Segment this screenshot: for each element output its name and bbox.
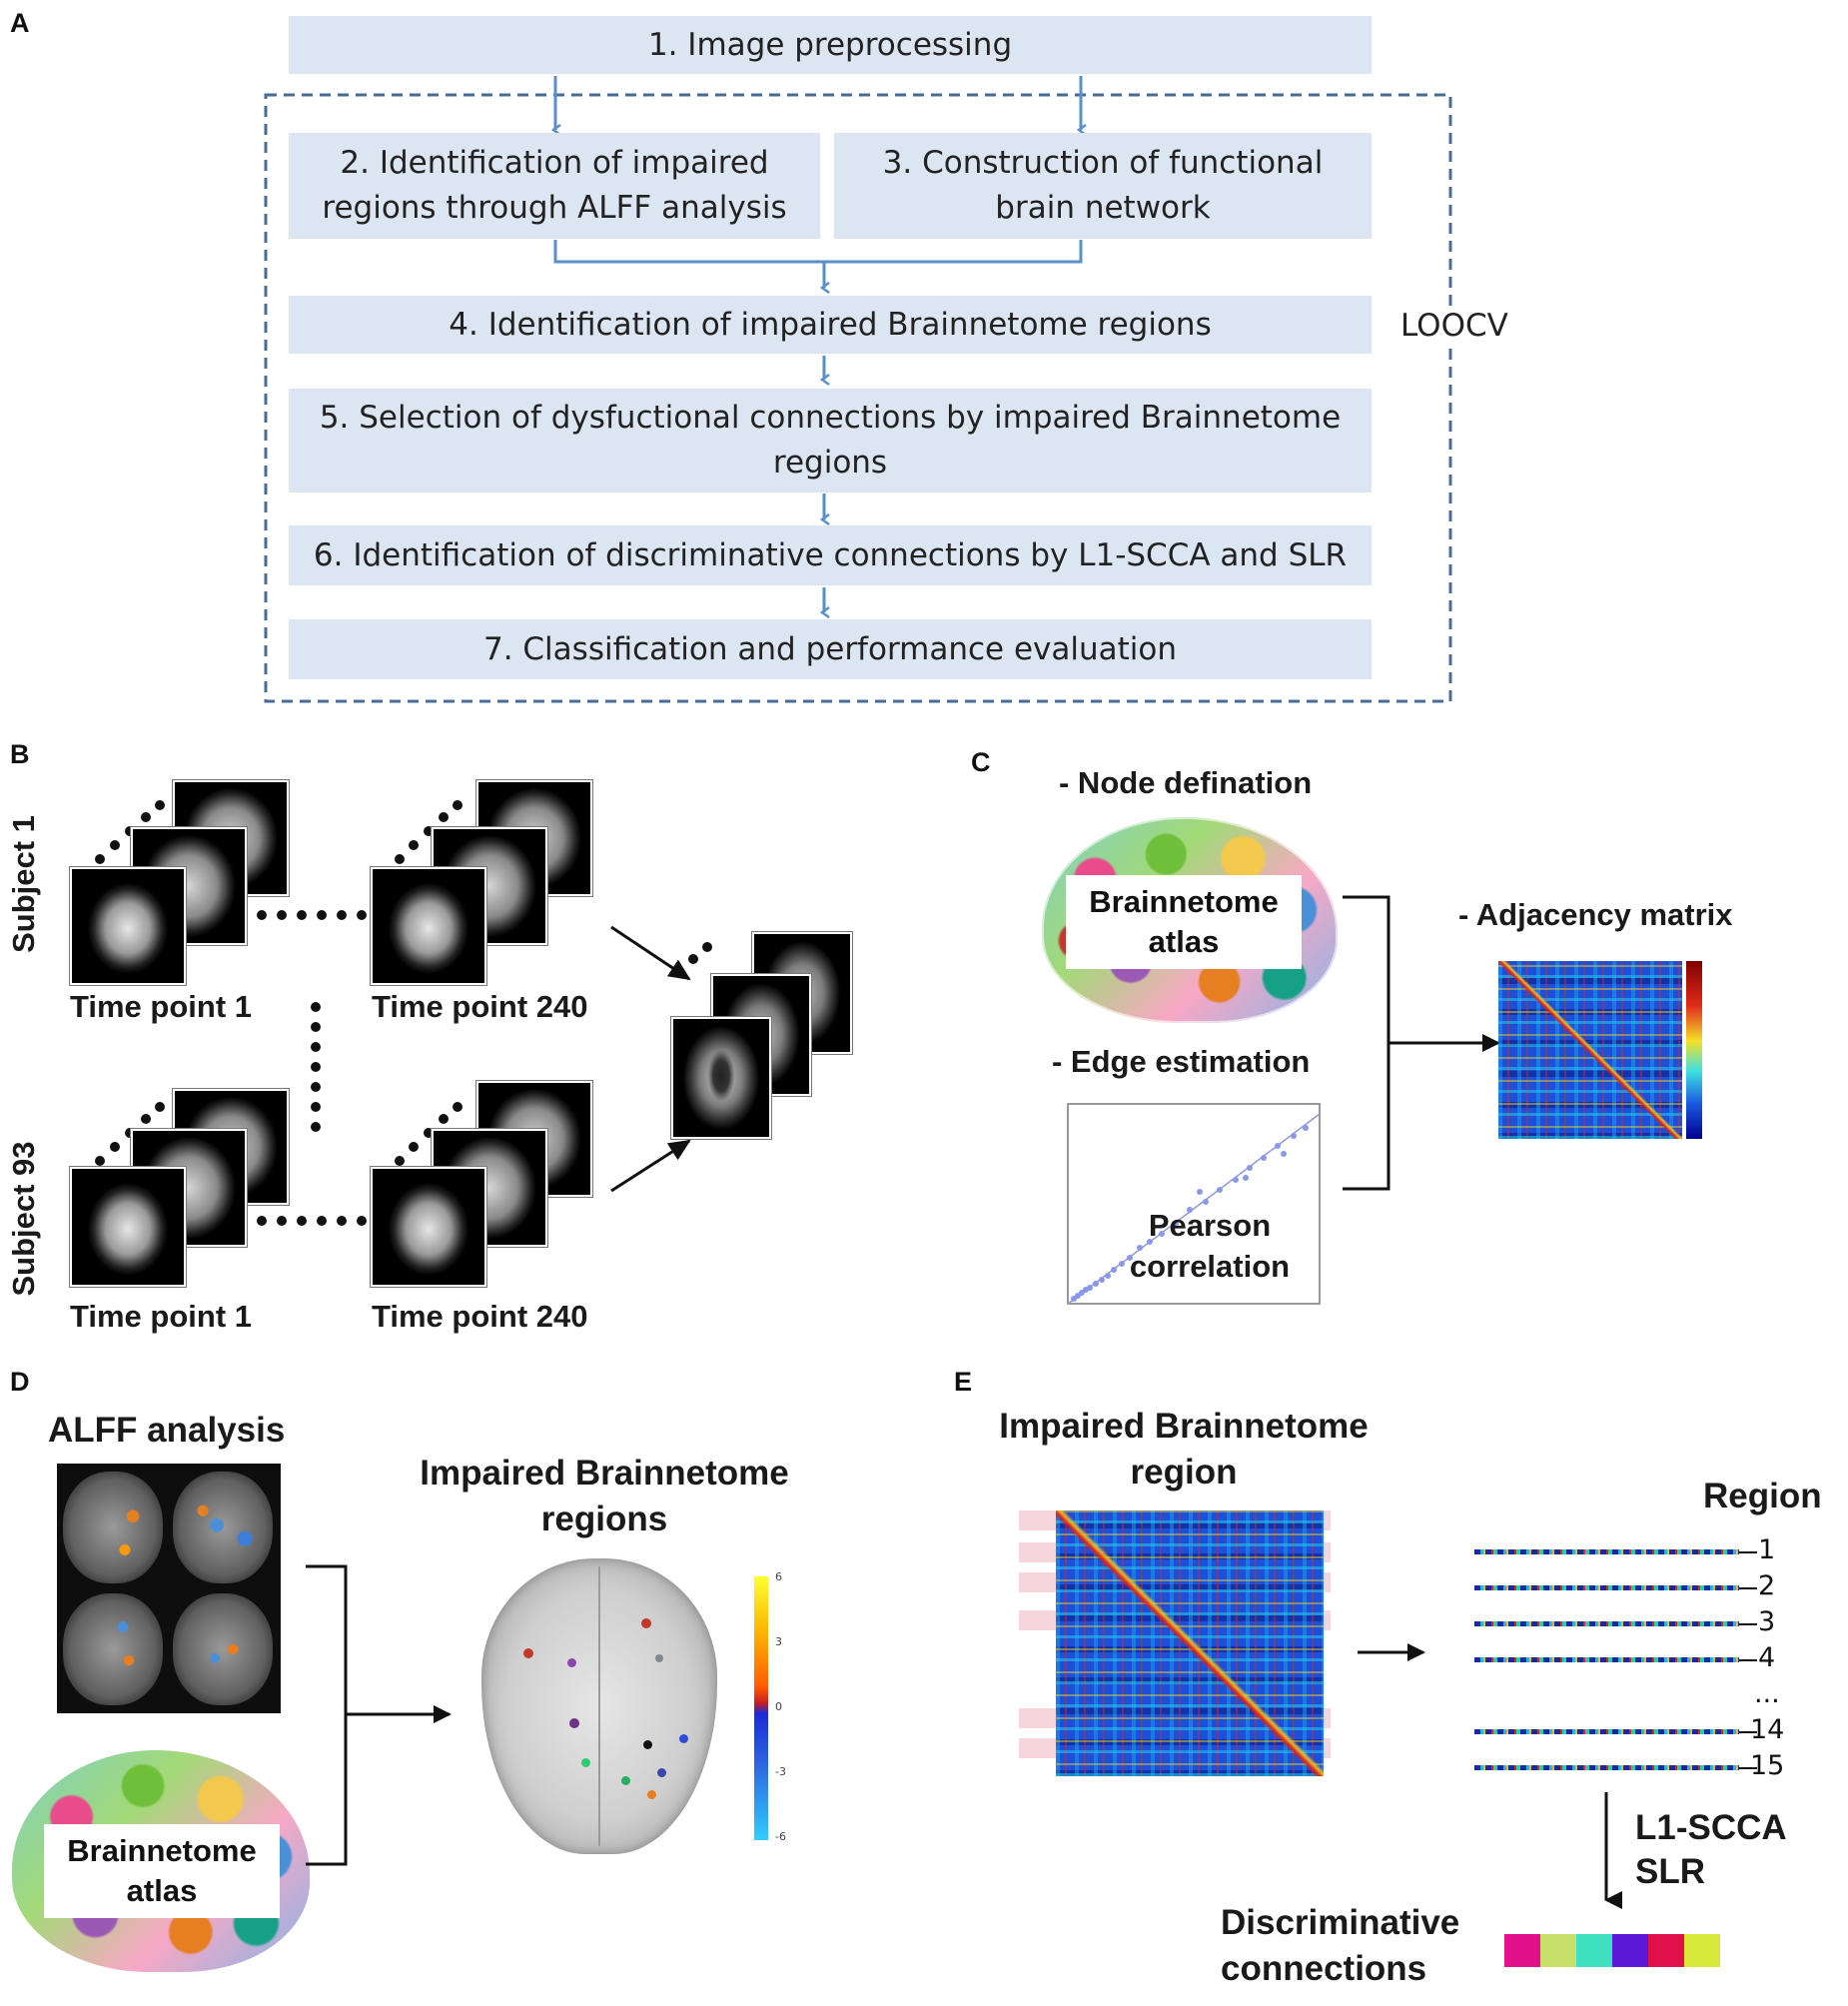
step-4-box: 4. Identification of impaired Brainnetom… [289, 296, 1372, 354]
mri-slice-subject93-t1-front [70, 1167, 186, 1287]
node-definition-heading: - Node defination [1059, 765, 1313, 800]
impaired-regions-heading-d: Impaired Brainnetome regions [420, 1454, 789, 1538]
region-index-4: 4 [1758, 1642, 1776, 1673]
panel-c-letter: C [971, 747, 991, 777]
region-index-2: 2 [1758, 1570, 1776, 1601]
alff-slice-1 [63, 1472, 163, 1583]
region-signal-lead-in-4 [1739, 1659, 1757, 1661]
pearson-scatter-svg [1067, 1103, 1321, 1305]
adjacency-matrix-colorbar [1686, 961, 1702, 1139]
alff-colorbar-tick-2: 3 [775, 1635, 782, 1648]
region-node-8 [581, 1758, 590, 1767]
panel-b-connectors [95, 800, 712, 1226]
panel-c-bracket [1343, 895, 1500, 1191]
region-node-5 [569, 1718, 579, 1728]
loocv-label: LOOCV [1396, 308, 1512, 344]
alff-slice-panel [57, 1464, 281, 1713]
region-index-1: 1 [1758, 1534, 1776, 1565]
panel-e-letter: E [954, 1367, 973, 1397]
discriminative-swatch-6 [1684, 1934, 1720, 1967]
time-point-last-label-subject1: Time point 240 [372, 989, 588, 1024]
region-signal-lead-in-1 [1739, 1551, 1757, 1553]
loocv-loop-border [264, 93, 1452, 703]
adjacency-matrix-heatmap [1498, 961, 1682, 1139]
region-signal-14 [1474, 1729, 1739, 1734]
region-node-2 [567, 1658, 576, 1667]
region-index-3: 3 [1758, 1606, 1776, 1637]
region-signal-lead-in-3 [1739, 1623, 1757, 1625]
method-slr-label: SLR [1635, 1852, 1705, 1891]
region-node-4 [655, 1654, 663, 1662]
step-3-box: 3. Construction of functional brain netw… [834, 133, 1372, 239]
region-index-ellipsis: ... [1754, 1678, 1780, 1709]
region-node-1 [523, 1648, 533, 1658]
mri-slice-subject1-t240-front [371, 867, 486, 985]
region-signal-lead-in-15 [1739, 1767, 1757, 1769]
alff-colorbar-tick-3: 0 [775, 1700, 782, 1713]
impaired-region-heading-e: Impaired Brainnetome region [999, 1407, 1369, 1492]
region-index-14: 14 [1750, 1714, 1785, 1745]
region-signal-1 [1474, 1549, 1739, 1554]
pearson-correlation-label: Pearson correlation [1129, 1208, 1291, 1284]
region-node-7 [679, 1734, 688, 1743]
alff-colorbar-tick-1: 6 [775, 1570, 782, 1583]
discriminative-swatch-4 [1612, 1934, 1648, 1967]
region-signal-2 [1474, 1585, 1739, 1590]
alff-colorbar-tick-5: -6 [775, 1830, 786, 1843]
discriminative-swatch-3 [1576, 1934, 1612, 1967]
mri-slice-subject93-t240-front [371, 1167, 486, 1287]
region-heading: Region [1703, 1477, 1822, 1515]
alff-slice-2 [173, 1472, 273, 1583]
step-1-box: 1. Image preprocessing [289, 16, 1372, 74]
alff-colorbar-tick-4: -3 [775, 1765, 786, 1778]
step-5-box: 5. Selection of dysfuctional connections… [289, 389, 1372, 493]
hemisphere-divider [598, 1566, 600, 1846]
alff-slice-3 [63, 1593, 163, 1705]
region-node-3 [641, 1618, 651, 1628]
time-point-first-label-subject93: Time point 1 [70, 1299, 253, 1334]
region-signal-3 [1474, 1621, 1739, 1626]
brainnetome-atlas-label-c: Brainnetome atlas [1066, 875, 1302, 969]
alff-analysis-heading: ALFF analysis [48, 1411, 286, 1450]
panel-e-arrow-right [1358, 1643, 1425, 1661]
time-point-first-label-subject1: Time point 1 [70, 989, 253, 1024]
step-7-box: 7. Classification and performance evalua… [289, 619, 1372, 679]
impaired-connectivity-matrix [1056, 1510, 1324, 1776]
discriminative-swatch-5 [1648, 1934, 1684, 1967]
region-signal-lead-in-14 [1739, 1731, 1757, 1733]
discriminative-swatch-1 [1504, 1934, 1540, 1967]
step-6-box: 6. Identification of discriminative conn… [289, 525, 1372, 585]
template-slice-front [671, 1017, 771, 1139]
panel-a-letter: A [10, 8, 30, 38]
region-node-11 [647, 1790, 656, 1799]
time-point-last-label-subject93: Time point 240 [372, 1299, 588, 1334]
brainnetome-atlas-label-d: Brainnetome atlas [44, 1824, 280, 1918]
discriminative-swatch-2 [1540, 1934, 1576, 1967]
step-2-box: 2. Identification of impaired regions th… [289, 133, 820, 239]
panel-d-letter: D [10, 1367, 30, 1397]
swatch-row [1504, 1934, 1720, 1967]
alff-colorbar [754, 1576, 768, 1840]
glass-brain-render [481, 1558, 717, 1854]
mri-slice-subject1-t1-front [70, 867, 186, 985]
region-index-15: 15 [1750, 1750, 1785, 1781]
panel-d-bracket [306, 1564, 452, 1866]
method-l1-scca-label: L1-SCCA [1635, 1808, 1787, 1847]
panel-b-letter: B [10, 739, 30, 769]
region-signal-4 [1474, 1657, 1739, 1662]
pearson-scatter-plot [1050, 1098, 1329, 1319]
region-signal-lead-in-2 [1739, 1587, 1757, 1589]
adjacency-matrix-heading: - Adjacency matrix [1458, 897, 1733, 932]
panel-e-arrow-down [1604, 1792, 1622, 1909]
edge-estimation-heading: - Edge estimation [1052, 1044, 1311, 1079]
panel-a-flow-lines [264, 76, 1452, 703]
region-node-10 [657, 1768, 666, 1777]
alff-slice-4 [173, 1593, 273, 1705]
discriminative-connections-label: Discriminative connections [1221, 1903, 1460, 1988]
region-node-6 [643, 1740, 652, 1749]
region-node-9 [621, 1776, 630, 1785]
region-signal-15 [1474, 1765, 1739, 1770]
